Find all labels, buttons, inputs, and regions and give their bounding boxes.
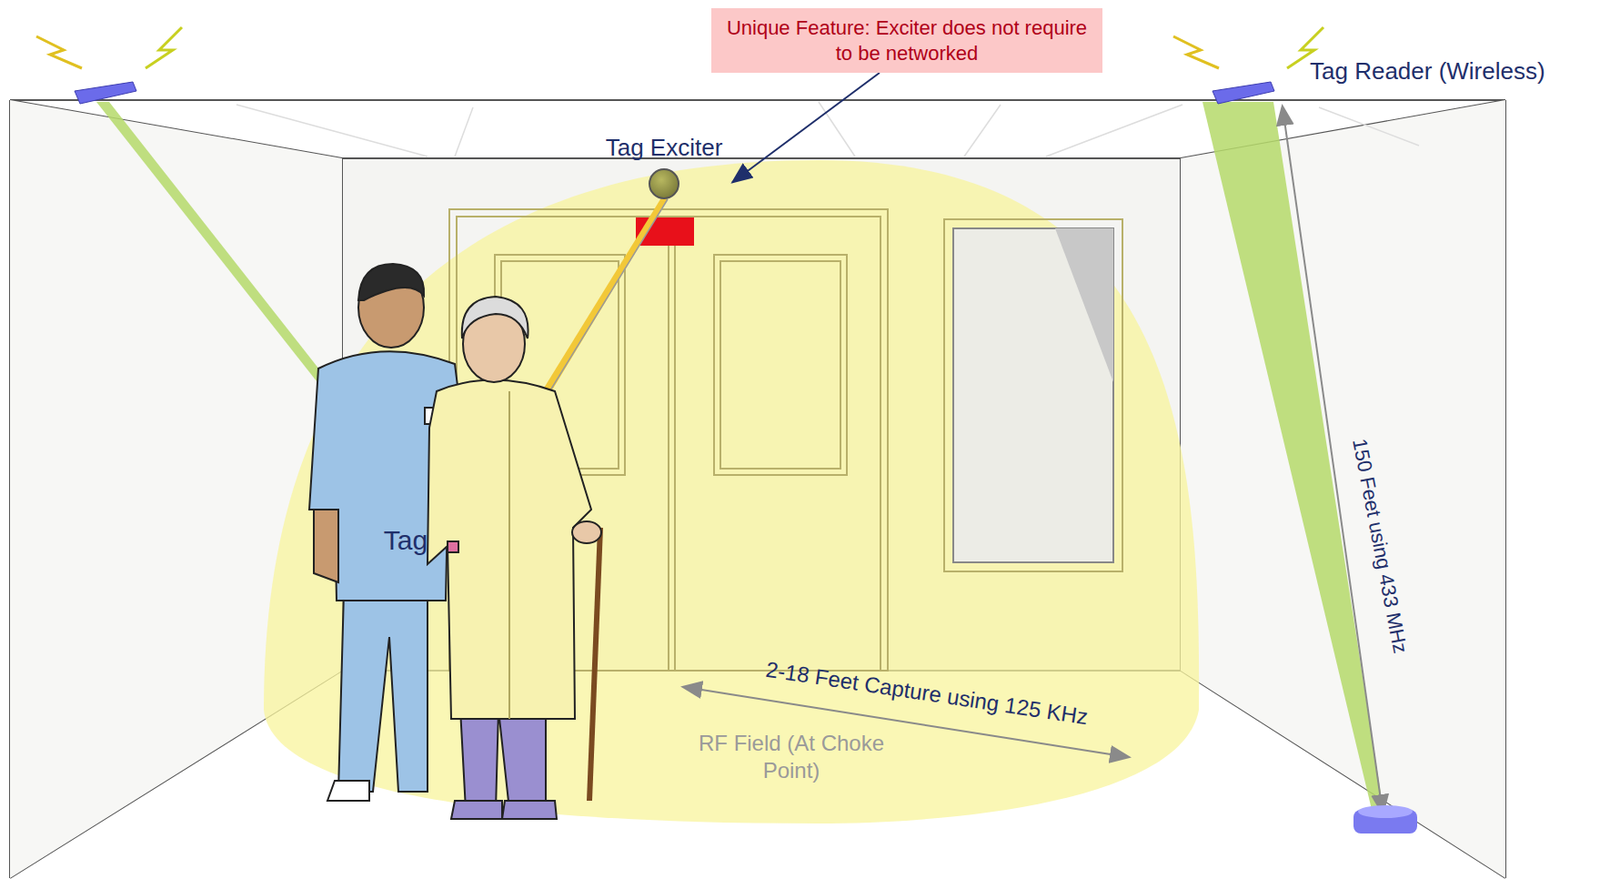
node-text: Unique Feature: Exciter does not require… — [720, 15, 1094, 66]
window — [944, 219, 1123, 572]
tag-label: Tag — [383, 523, 428, 558]
tag-reader — [36, 27, 182, 104]
field-label: RF Field (At Choke Point) — [695, 729, 887, 785]
node-text: Tag Exciter — [595, 132, 733, 163]
device-label: Tag Reader (Wireless) — [1309, 56, 1546, 87]
room-outline — [10, 100, 1506, 878]
left-wall — [10, 100, 343, 878]
patient-figure — [427, 296, 602, 819]
tag-exciter: Tag Exciter — [595, 132, 733, 200]
rf-field — [263, 160, 1199, 824]
exciter-device — [648, 168, 680, 200]
callout-arrow — [732, 72, 880, 183]
callout-box: Unique Feature: Exciter does not require… — [711, 8, 1103, 73]
right-wall — [1180, 100, 1506, 878]
tag-reader — [1173, 27, 1324, 104]
tag-reader — [1353, 805, 1418, 834]
